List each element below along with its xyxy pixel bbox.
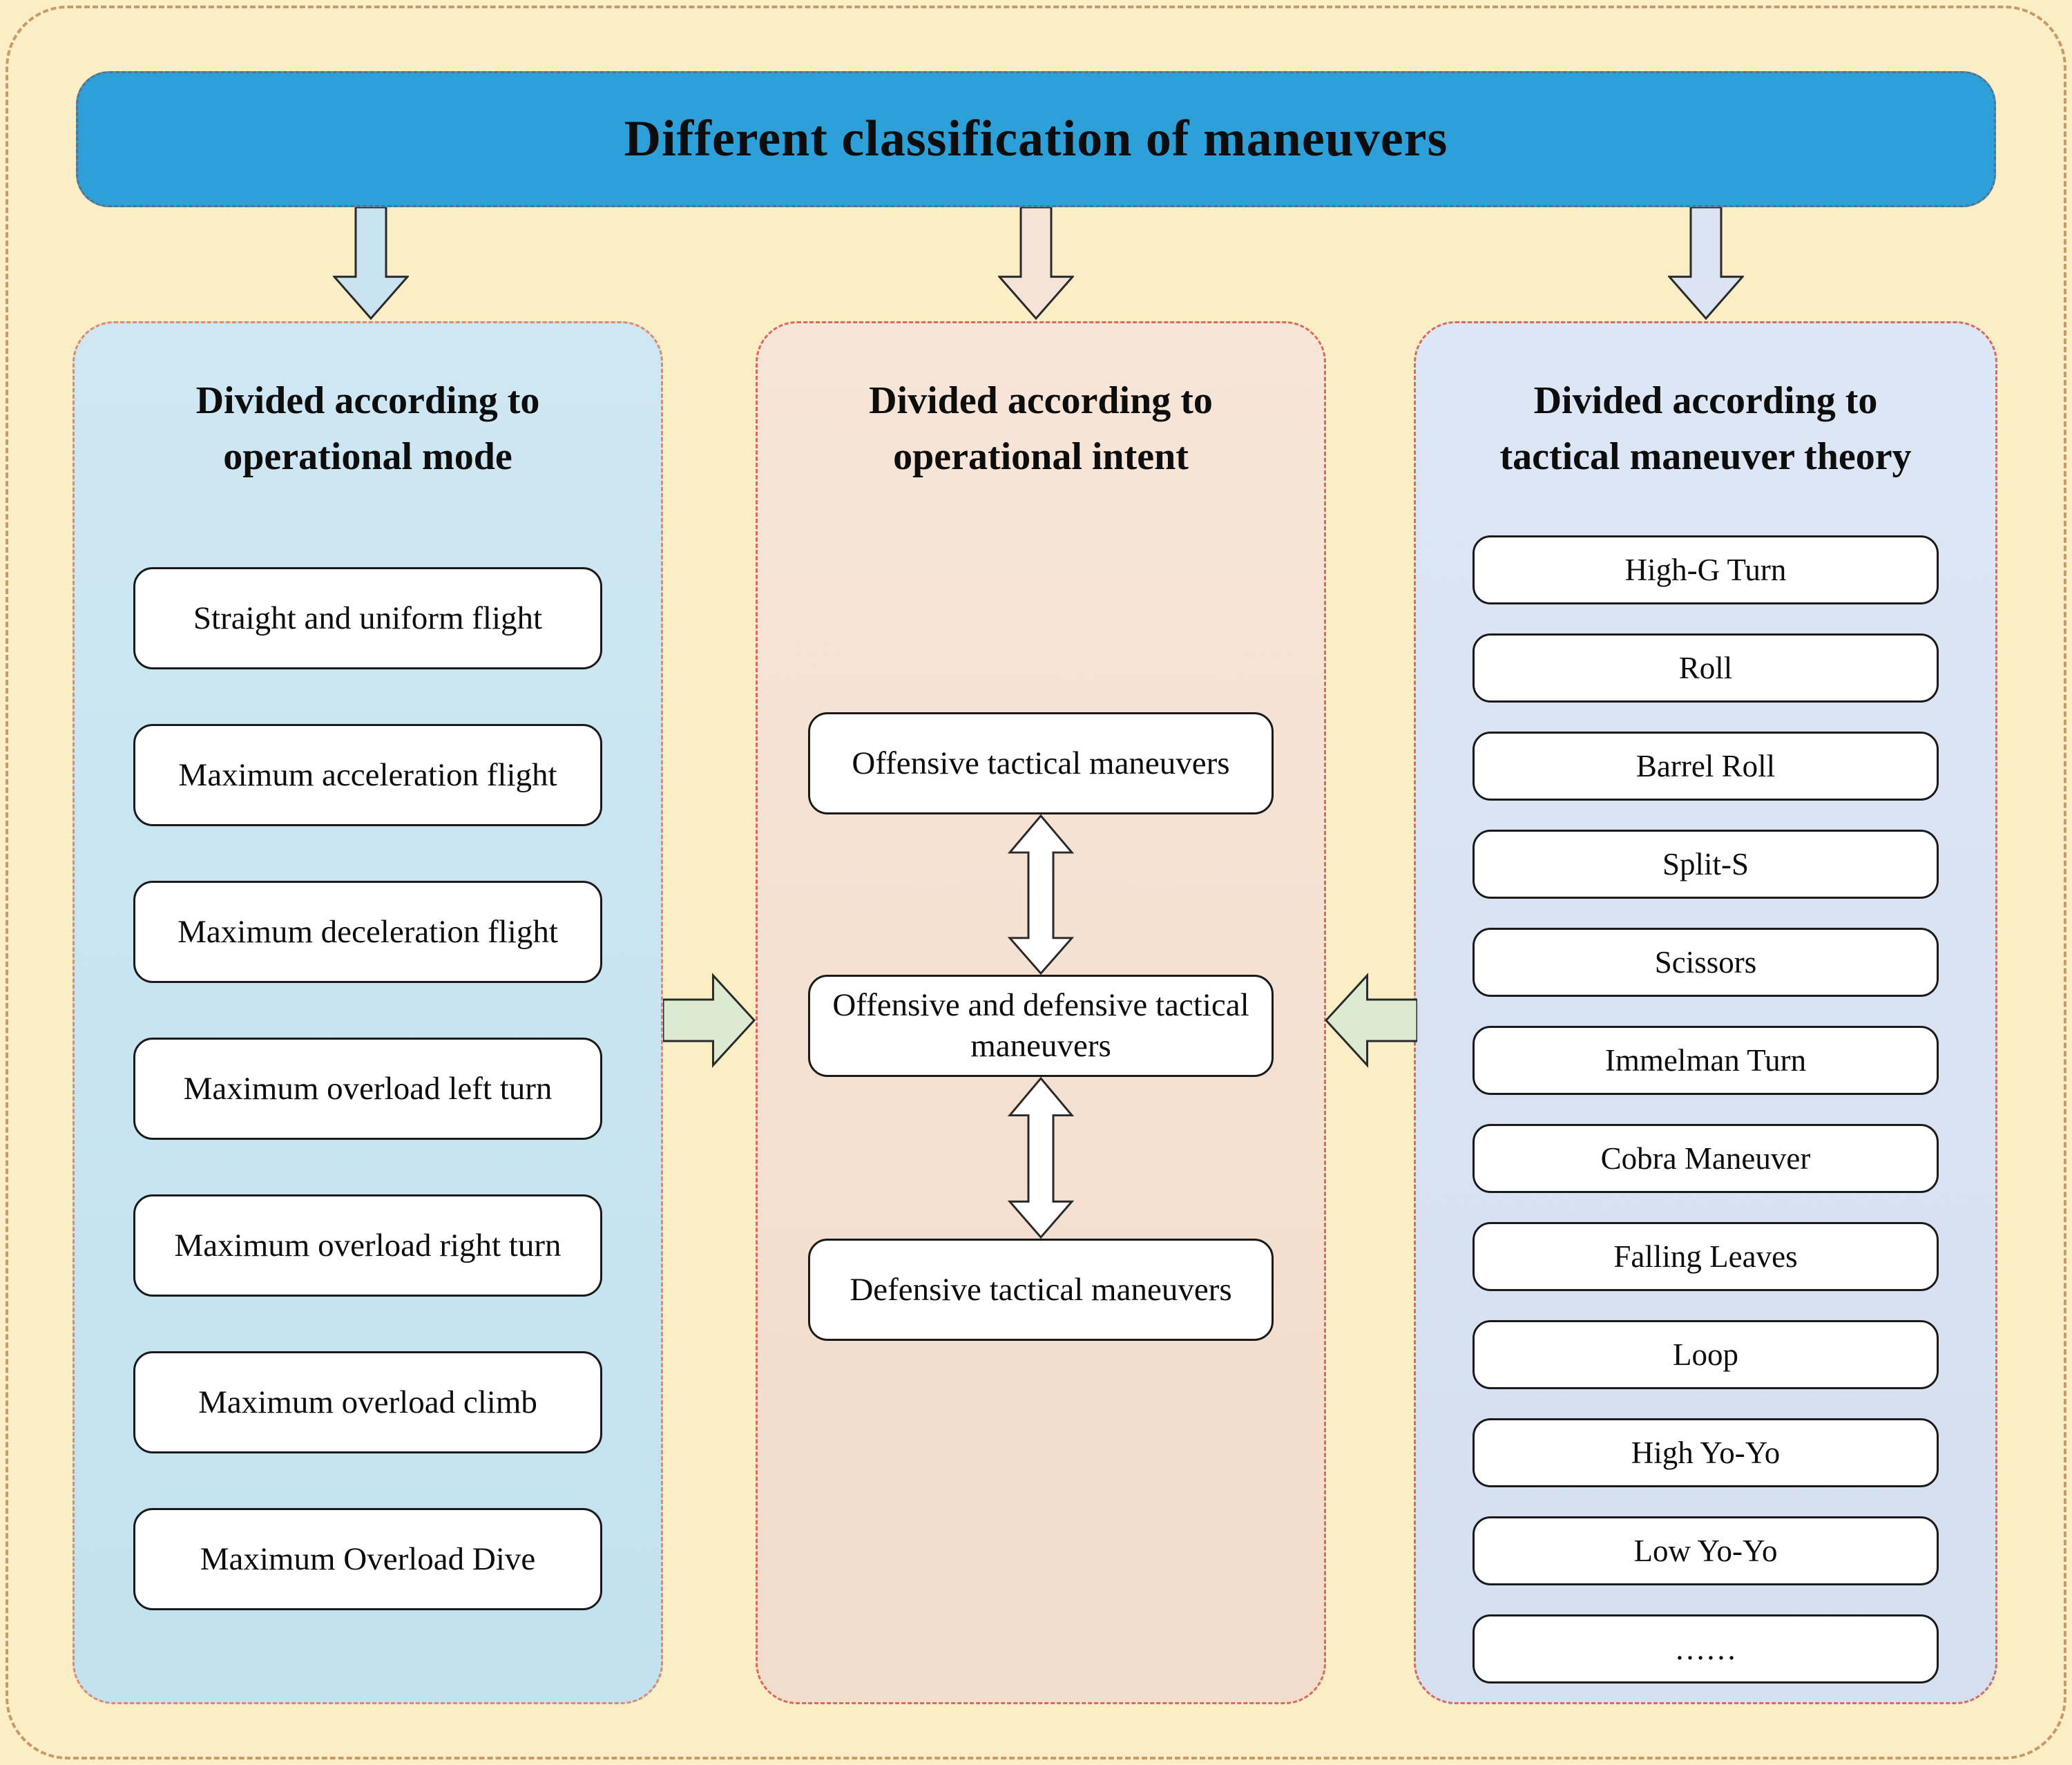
maneuver-label: Loop (1673, 1337, 1738, 1372)
maneuver-label: Roll (1678, 650, 1733, 685)
maneuver-label: Offensive and defensive tactical maneuve… (832, 987, 1249, 1064)
panel-operational-intent: Divided according to operational intent … (756, 321, 1326, 1704)
arrow-left-icon (1325, 973, 1417, 1068)
maneuver-box: High-G Turn (1473, 535, 1939, 604)
panel-title-operational-intent: Divided according to operational intent (758, 323, 1324, 485)
arrow-down-icon (998, 207, 1074, 320)
arrow-down-icon (1668, 207, 1744, 320)
maneuver-label: Maximum acceleration flight (178, 756, 557, 793)
maneuver-label: Maximum overload climb (198, 1384, 537, 1420)
maneuver-box: Low Yo-Yo (1473, 1516, 1939, 1585)
maneuver-label: Immelman Turn (1604, 1042, 1807, 1078)
maneuver-box: Roll (1473, 633, 1939, 703)
panel-title-line1: Divided according to (869, 379, 1213, 422)
maneuver-box: Loop (1473, 1320, 1939, 1389)
maneuver-box: Maximum overload climb (133, 1351, 602, 1453)
maneuver-label: Scissors (1654, 944, 1757, 980)
maneuver-box: Maximum acceleration flight (133, 724, 602, 826)
panel-title-tactical-theory: Divided according to tactical maneuver t… (1416, 323, 1995, 485)
arrow-down-icon (333, 207, 409, 320)
maneuver-box: Maximum Overload Dive (133, 1508, 602, 1610)
panel-title-operational-mode: Divided according to operational mode (75, 323, 661, 485)
maneuver-label: Falling Leaves (1613, 1239, 1798, 1274)
operational-intent-stack: Offensive tactical maneuvers Offensive a… (758, 712, 1324, 1341)
maneuver-label: Split-S (1662, 846, 1749, 881)
maneuver-box-defensive: Defensive tactical maneuvers (808, 1239, 1274, 1341)
maneuver-box: Straight and uniform flight (133, 567, 602, 669)
maneuver-label: High-G Turn (1624, 552, 1787, 587)
maneuver-box-offensive-defensive: Offensive and defensive tactical maneuve… (808, 975, 1274, 1077)
maneuver-label: Maximum overload right turn (174, 1227, 562, 1263)
operational-mode-list: Straight and uniform flight Maximum acce… (75, 567, 661, 1610)
maneuver-box: Scissors (1473, 928, 1939, 997)
panel-tactical-maneuver-theory: Divided according to tactical maneuver t… (1414, 321, 1997, 1704)
maneuver-label: High Yo-Yo (1631, 1435, 1781, 1470)
maneuver-label: Barrel Roll (1635, 748, 1776, 783)
double-headed-arrow-icon (1007, 814, 1075, 975)
maneuver-box: High Yo-Yo (1473, 1418, 1939, 1487)
maneuver-box: Falling Leaves (1473, 1222, 1939, 1291)
maneuver-box-offensive: Offensive tactical maneuvers (808, 712, 1274, 814)
maneuver-label: Offensive tactical maneuvers (852, 745, 1230, 781)
maneuver-label: Low Yo-Yo (1633, 1533, 1778, 1568)
maneuver-box: Split-S (1473, 830, 1939, 899)
maneuver-label: Defensive tactical maneuvers (850, 1271, 1232, 1308)
tactical-theory-list: High-G Turn Roll Barrel Roll Split-S Sci… (1416, 535, 1995, 1683)
maneuver-label: …… (1674, 1631, 1737, 1666)
page-title: Different classification of maneuvers (624, 111, 1448, 167)
maneuver-box: Immelman Turn (1473, 1026, 1939, 1095)
maneuver-box: Maximum overload left turn (133, 1038, 602, 1140)
title-banner: Different classification of maneuvers (76, 71, 1996, 207)
panel-title-line2: tactical maneuver theory (1499, 435, 1912, 479)
maneuver-box: Barrel Roll (1473, 732, 1939, 801)
maneuver-label: Maximum overload left turn (183, 1070, 553, 1107)
maneuver-box: Maximum overload right turn (133, 1194, 602, 1297)
panel-title-line1: Divided according to (1533, 379, 1878, 422)
maneuver-label: Straight and uniform flight (193, 600, 543, 636)
double-headed-arrow-icon (1007, 1077, 1075, 1239)
panel-title-line1: Divided according to (195, 379, 540, 422)
maneuver-box: Maximum deceleration flight (133, 881, 602, 983)
maneuver-label: Maximum Overload Dive (200, 1540, 536, 1577)
maneuver-box: …… (1473, 1614, 1939, 1683)
panel-operational-mode: Divided according to operational mode St… (73, 321, 663, 1704)
panel-title-line2: operational intent (893, 435, 1189, 479)
maneuver-label: Maximum deceleration flight (178, 913, 558, 950)
panel-title-line2: operational mode (223, 435, 512, 479)
arrow-right-icon (663, 973, 756, 1068)
maneuver-box: Cobra Maneuver (1473, 1124, 1939, 1193)
maneuver-label: Cobra Maneuver (1600, 1141, 1811, 1176)
